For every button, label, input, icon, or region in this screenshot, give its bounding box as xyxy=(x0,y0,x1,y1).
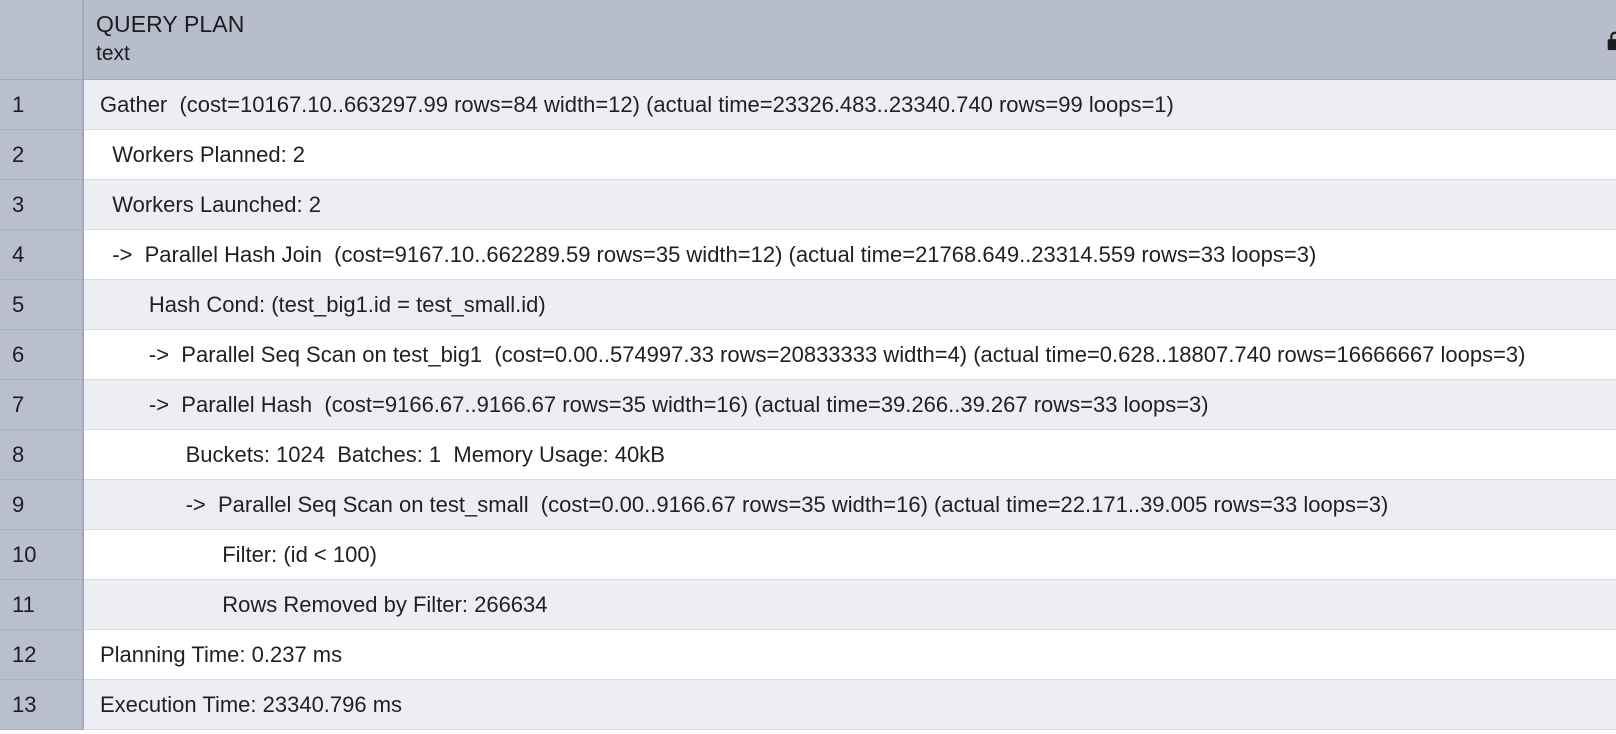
table-row[interactable]: 8 Buckets: 1024 Batches: 1 Memory Usage:… xyxy=(0,430,1616,480)
table-row[interactable]: 1 Gather (cost=10167.10..663297.99 rows=… xyxy=(0,80,1616,130)
table-row[interactable]: 10 Filter: (id < 100) xyxy=(0,530,1616,580)
query-plan-cell[interactable]: Hash Cond: (test_big1.id = test_small.id… xyxy=(84,280,1616,329)
query-plan-cell[interactable]: Workers Launched: 2 xyxy=(84,180,1616,229)
query-plan-cell[interactable]: -> Parallel Hash Join (cost=9167.10..662… xyxy=(84,230,1616,279)
row-number[interactable]: 3 xyxy=(0,180,84,230)
grid-corner[interactable] xyxy=(0,0,84,79)
row-number[interactable]: 11 xyxy=(0,580,84,630)
query-plan-cell[interactable]: -> Parallel Seq Scan on test_big1 (cost=… xyxy=(84,330,1616,379)
query-plan-cell[interactable]: Planning Time: 0.237 ms xyxy=(84,630,1616,679)
grid-header: QUERY PLAN text xyxy=(0,0,1616,80)
query-plan-cell[interactable]: Workers Planned: 2 xyxy=(84,130,1616,179)
table-row[interactable]: 13 Execution Time: 23340.796 ms xyxy=(0,680,1616,730)
query-plan-cell[interactable]: Execution Time: 23340.796 ms xyxy=(84,680,1616,729)
row-number[interactable]: 4 xyxy=(0,230,84,280)
table-row[interactable]: 7 -> Parallel Hash (cost=9166.67..9166.6… xyxy=(0,380,1616,430)
row-number[interactable]: 6 xyxy=(0,330,84,380)
lock-icon xyxy=(1607,31,1616,51)
table-row[interactable]: 6 -> Parallel Seq Scan on test_big1 (cos… xyxy=(0,330,1616,380)
query-plan-cell[interactable]: Rows Removed by Filter: 266634 xyxy=(84,580,1616,629)
table-row[interactable]: 2 Workers Planned: 2 xyxy=(0,130,1616,180)
table-row[interactable]: 9 -> Parallel Seq Scan on test_small (co… xyxy=(0,480,1616,530)
table-row[interactable]: 4 -> Parallel Hash Join (cost=9167.10..6… xyxy=(0,230,1616,280)
row-number[interactable]: 10 xyxy=(0,530,84,580)
table-row[interactable]: 3 Workers Launched: 2 xyxy=(0,180,1616,230)
row-number[interactable]: 2 xyxy=(0,130,84,180)
row-number[interactable]: 8 xyxy=(0,430,84,480)
row-number[interactable]: 12 xyxy=(0,630,84,680)
row-number[interactable]: 13 xyxy=(0,680,84,730)
column-name: QUERY PLAN xyxy=(96,11,245,37)
table-row[interactable]: 5 Hash Cond: (test_big1.id = test_small.… xyxy=(0,280,1616,330)
column-type: text xyxy=(96,42,130,65)
column-header-query-plan[interactable]: QUERY PLAN text xyxy=(84,0,1616,79)
table-row[interactable]: 12 Planning Time: 0.237 ms xyxy=(0,630,1616,680)
query-plan-cell[interactable]: Buckets: 1024 Batches: 1 Memory Usage: 4… xyxy=(84,430,1616,479)
row-number[interactable]: 9 xyxy=(0,480,84,530)
row-number[interactable]: 7 xyxy=(0,380,84,430)
query-plan-cell[interactable]: Filter: (id < 100) xyxy=(84,530,1616,579)
query-plan-cell[interactable]: -> Parallel Hash (cost=9166.67..9166.67 … xyxy=(84,380,1616,429)
row-number[interactable]: 1 xyxy=(0,80,84,130)
query-plan-cell[interactable]: Gather (cost=10167.10..663297.99 rows=84… xyxy=(84,80,1616,129)
query-plan-cell[interactable]: -> Parallel Seq Scan on test_small (cost… xyxy=(84,480,1616,529)
table-row[interactable]: 11 Rows Removed by Filter: 266634 xyxy=(0,580,1616,630)
row-number[interactable]: 5 xyxy=(0,280,84,330)
